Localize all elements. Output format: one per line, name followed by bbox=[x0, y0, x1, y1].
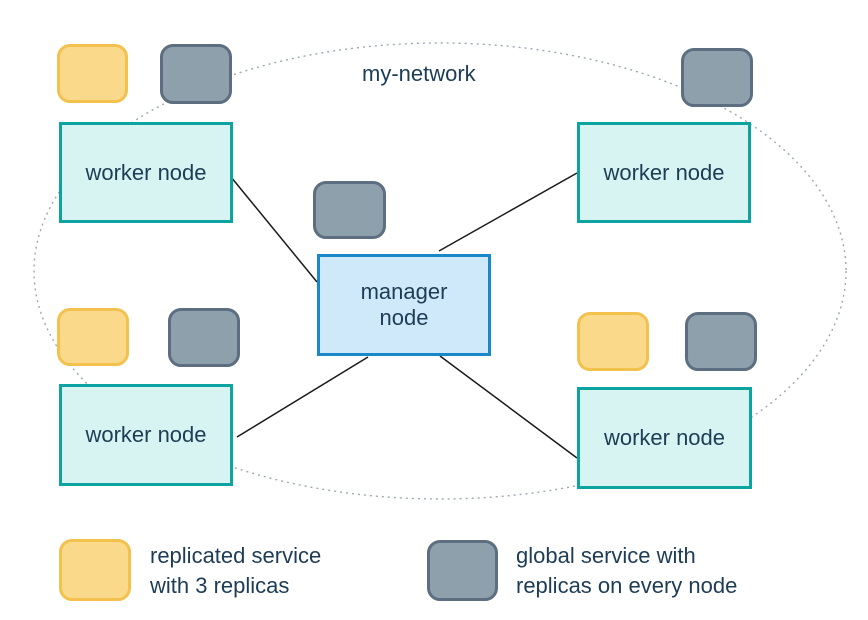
manager-node: manager node bbox=[317, 254, 491, 356]
connection-line-manager-worker-top-left bbox=[230, 176, 318, 283]
legend-replicated-label-line1: replicated service bbox=[150, 543, 322, 568]
legend-global-label: global service with replicas on every no… bbox=[516, 541, 737, 601]
global-service-icon bbox=[681, 48, 753, 107]
worker-node-label: worker node bbox=[603, 425, 726, 450]
worker-node-bottom-left: worker node bbox=[59, 384, 233, 486]
network-boundary-ellipse bbox=[33, 42, 847, 500]
legend-replicated-service-icon bbox=[59, 539, 131, 601]
worker-node-label: worker node bbox=[603, 159, 725, 185]
replicated-service-icon bbox=[57, 44, 128, 103]
worker-node-label: worker node bbox=[85, 159, 207, 185]
global-service-icon bbox=[313, 181, 386, 239]
global-service-icon bbox=[160, 44, 232, 104]
replicated-service-icon bbox=[57, 308, 129, 366]
global-service-icon bbox=[168, 308, 240, 367]
connection-line-manager-worker-top-right bbox=[438, 172, 578, 252]
worker-node-label: worker node bbox=[85, 422, 207, 447]
global-service-icon bbox=[685, 312, 757, 371]
legend-global-label-line1: global service with bbox=[516, 543, 696, 568]
manager-node-label-line1: manager bbox=[360, 279, 448, 304]
worker-node-top-left: worker node bbox=[59, 122, 233, 223]
network-label: my-network bbox=[362, 61, 476, 86]
connection-line-manager-worker-bottom-left bbox=[236, 356, 369, 438]
manager-node-label-line2: node bbox=[379, 305, 429, 330]
legend-global-service-icon bbox=[427, 540, 498, 601]
legend-replicated-label-line2: with 3 replicas bbox=[150, 573, 290, 598]
legend-global-label-line2: replicas on every node bbox=[516, 573, 738, 598]
worker-node-bottom-right: worker node bbox=[577, 387, 752, 489]
legend-replicated-label: replicated service with 3 replicas bbox=[150, 541, 321, 601]
worker-node-top-right: worker node bbox=[577, 122, 751, 223]
connection-line-manager-worker-bottom-right bbox=[439, 355, 578, 459]
replicated-service-icon bbox=[577, 312, 649, 371]
